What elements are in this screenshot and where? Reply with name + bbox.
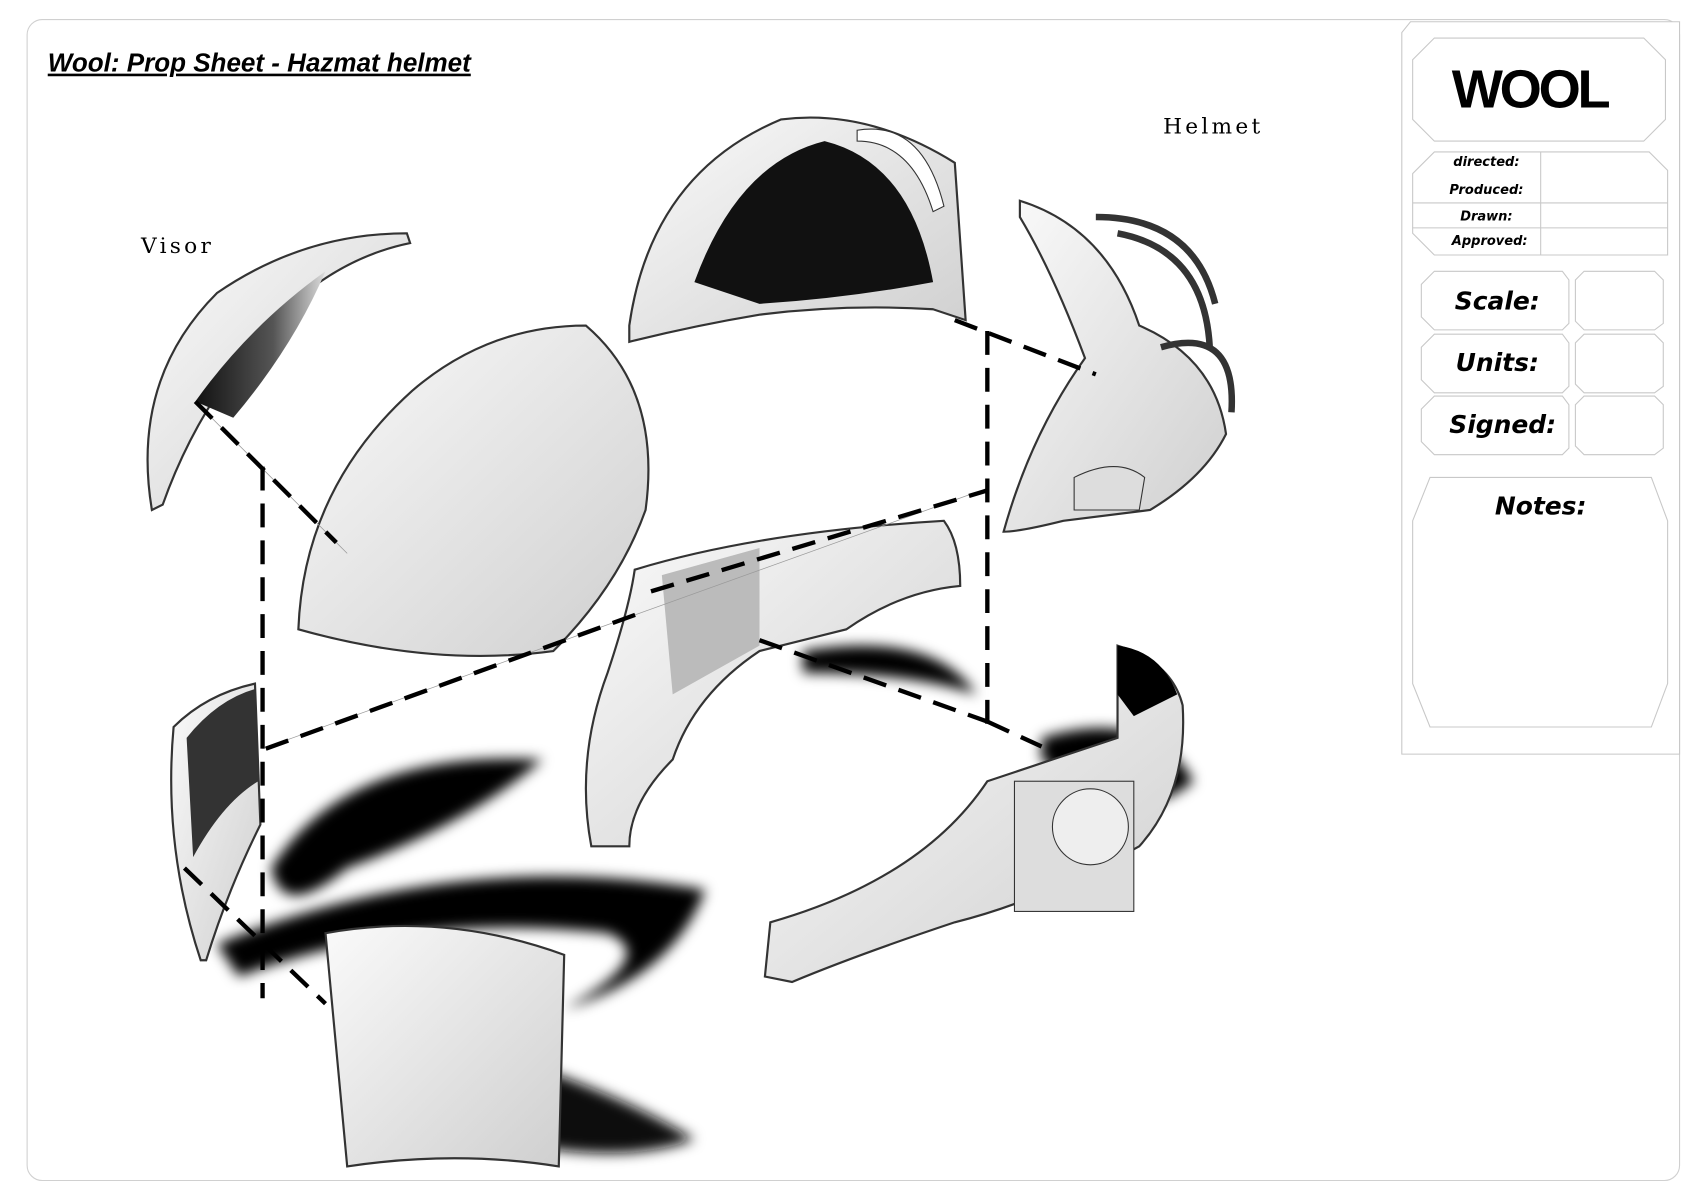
credit-approved-label: Approved:	[1451, 234, 1528, 249]
units-value-box	[1574, 333, 1664, 394]
assembly-lines	[182, 318, 1097, 1006]
helmet-collar-rear-part	[763, 644, 1185, 984]
visor-top-part	[146, 232, 412, 512]
visor-label: Visor	[140, 234, 214, 259]
visor-dome-part	[297, 324, 650, 658]
helmet-back-shell-part	[628, 116, 967, 344]
credit-drawn-label: Drawn:	[1460, 209, 1512, 224]
credit-produced-label: Produced:	[1449, 183, 1523, 198]
notes-box	[1412, 476, 1669, 728]
units-label: Units:	[1456, 348, 1539, 377]
scale-label: Scale:	[1455, 286, 1540, 315]
visor-front-part	[324, 924, 566, 1168]
signed-label: Signed:	[1449, 410, 1556, 439]
notes-label: Notes:	[1495, 491, 1587, 520]
sheet-title: Wool: Prop Sheet - Hazmat helmet	[48, 48, 472, 78]
logo-box	[1412, 37, 1666, 142]
scale-value-box	[1574, 270, 1664, 331]
helmet-side-part	[1002, 199, 1236, 533]
helmet-collar-front-part	[584, 519, 962, 848]
wool-logo: WOOL	[1452, 59, 1610, 119]
credit-directed-label: directed:	[1453, 155, 1519, 170]
visor-side-part	[170, 682, 262, 962]
title-block: WOOL directed: Produced: Drawn: Approved…	[1401, 21, 1681, 755]
helmet-label: Helmet	[1163, 114, 1263, 139]
signed-value-box	[1574, 395, 1664, 456]
